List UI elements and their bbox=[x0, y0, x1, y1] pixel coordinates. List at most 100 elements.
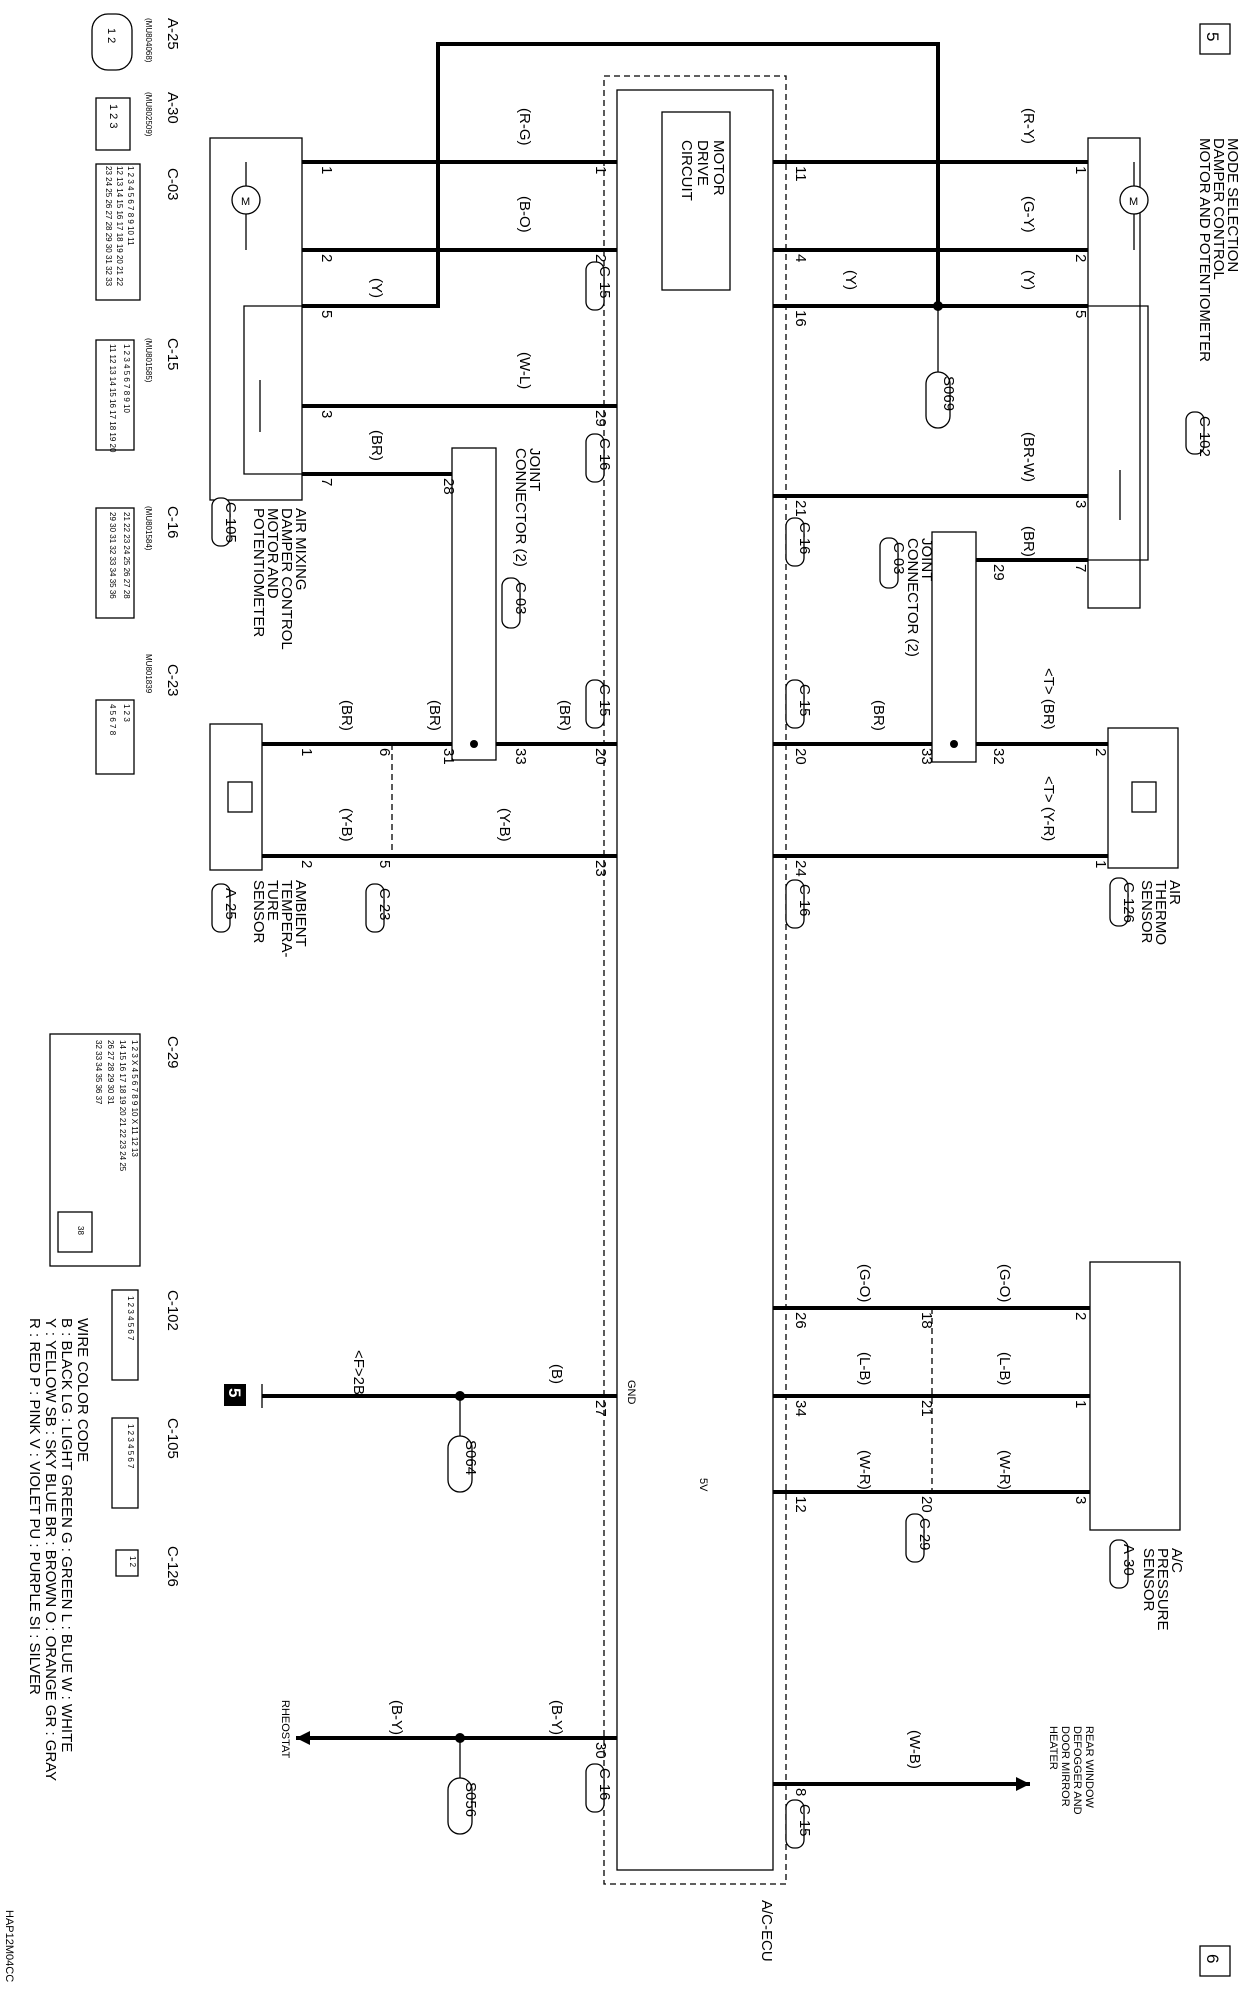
pin-ecu-4: 4 bbox=[792, 254, 809, 262]
diagram-id: HAP12M04CC bbox=[3, 1910, 15, 1982]
ecu-c16-r: C-16 bbox=[796, 522, 813, 555]
cv-c03-row1: 1 2 3 4 5 6 7 8 9 10 11 bbox=[126, 166, 135, 246]
air-mix-conn-tag bbox=[211, 497, 231, 547]
ecu-c16-l: C-16 bbox=[596, 438, 613, 471]
pin-air-2: 2 bbox=[318, 254, 335, 262]
ecu-c15-top: C-15 bbox=[596, 266, 613, 299]
ambient-label-4: SENSOR bbox=[250, 880, 267, 944]
ecu-c15-mid: C-15 bbox=[596, 684, 613, 717]
label-ry: (R-Y) bbox=[1020, 108, 1037, 144]
cv-c23-row1: 1 2 3 bbox=[122, 704, 131, 722]
splice-s056: S056 bbox=[462, 1782, 479, 1817]
label-y-16: (Y) bbox=[842, 270, 859, 290]
cv-c102-shape bbox=[111, 1289, 139, 1381]
ecu-c15-tag-bot bbox=[785, 1799, 805, 1849]
pin-press-1: 1 bbox=[1072, 1400, 1089, 1408]
label-wb: (W-B) bbox=[906, 1730, 923, 1769]
pin-air-3: 3 bbox=[318, 410, 335, 418]
cv-c15-row2: 11 12 13 14 15 16 17 18 19 20 bbox=[108, 344, 117, 453]
joint-dot-right bbox=[950, 740, 958, 748]
pin-c29-21: 21 bbox=[918, 1400, 935, 1417]
air-thermo-conn-tag bbox=[1109, 877, 1129, 927]
label-br-20l: (BR) bbox=[556, 700, 573, 731]
pin-mode-2: 2 bbox=[1072, 254, 1089, 262]
cv-c29-row2: 14 15 16 17 18 19 20 21 22 23 24 25 bbox=[118, 1040, 127, 1172]
cv-c29-name: C-29 bbox=[164, 1036, 181, 1069]
pin-thermo-2: 2 bbox=[1092, 748, 1109, 756]
joint-left-label-1: JOINT bbox=[526, 448, 543, 491]
pin-mode-3: 3 bbox=[1072, 500, 1089, 508]
pin-joint-31: 31 bbox=[440, 748, 457, 765]
pin-ecu-26: 26 bbox=[792, 1312, 809, 1329]
label-f2b: <F>2B bbox=[350, 1350, 367, 1395]
joint-left-conn: C-03 bbox=[512, 582, 529, 615]
label-yb-l: (Y-B) bbox=[338, 808, 355, 842]
motor-drive-label-2: DRIVE bbox=[694, 140, 711, 186]
pin-joint-29: 29 bbox=[990, 564, 1007, 581]
mode-motor-conn: C-102 bbox=[1196, 416, 1213, 457]
pressure-conn-tag bbox=[1109, 1539, 1129, 1589]
ecu-5v: 5V bbox=[697, 1478, 709, 1492]
label-wr-2: (W-R) bbox=[856, 1450, 873, 1490]
cv-c16-shape bbox=[95, 507, 135, 619]
pin-joint-32: 32 bbox=[990, 748, 1007, 765]
label-by-2: (B-Y) bbox=[388, 1700, 405, 1735]
pressure-label-1: A/C bbox=[1168, 1548, 1185, 1573]
cv-a25-name: A-25 bbox=[164, 18, 181, 50]
cv-a25-shape bbox=[91, 13, 133, 71]
label-by-1: (B-Y) bbox=[548, 1700, 565, 1735]
air-mix-label-3: MOTOR AND bbox=[264, 508, 281, 599]
mode-pot-wiring bbox=[1088, 305, 1149, 561]
cv-a25-part: (MU804068) bbox=[144, 18, 153, 63]
cv-c23-name: C-23 bbox=[164, 664, 181, 697]
splice-s069-tag bbox=[925, 371, 951, 429]
pin-thermo-1: 1 bbox=[1092, 860, 1109, 868]
ground-ref-box bbox=[224, 1384, 246, 1406]
motor-drive-box bbox=[661, 111, 731, 291]
rear-label-1: REAR WINDOW bbox=[1083, 1726, 1095, 1809]
label-lb-2: (L-B) bbox=[856, 1352, 873, 1385]
label-tbr: <T> (BR) bbox=[1040, 668, 1057, 730]
label-brw: (BR-W) bbox=[1020, 432, 1037, 482]
joint-connector-right bbox=[931, 531, 977, 763]
legend-title: WIRE COLOR CODE bbox=[74, 1318, 91, 1462]
pin-ecu-30: 30 bbox=[592, 1742, 609, 1759]
pin-ecu-16: 16 bbox=[792, 310, 809, 327]
air-pot-wiring bbox=[243, 305, 302, 475]
cv-c126-shape bbox=[115, 1549, 139, 1577]
cv-c29-38 bbox=[57, 1211, 93, 1253]
cv-c105-shape bbox=[111, 1417, 139, 1509]
page-num-top-box bbox=[1199, 23, 1231, 55]
pin-amb-2: 2 bbox=[298, 860, 315, 868]
cv-c23-row2: 4 5 6 7 8 bbox=[108, 704, 117, 736]
air-mix-label-4: POTENTIOMETER bbox=[250, 508, 267, 637]
air-mix-motor-box bbox=[209, 137, 303, 501]
cv-c03-row3: 23 24 25 26 27 28 29 30 31 32 33 bbox=[104, 166, 113, 287]
pressure-label-3: SENSOR bbox=[1140, 1548, 1157, 1612]
rear-arrow bbox=[1016, 1777, 1030, 1791]
cv-c102-row: 1 2 3 4 5 6 7 bbox=[126, 1296, 135, 1341]
ambient-label-3: TURE bbox=[264, 880, 281, 921]
pin-ecu-2: 2 bbox=[592, 254, 609, 262]
ground-ref: 5 bbox=[225, 1388, 244, 1397]
pin-c23-5: 5 bbox=[376, 860, 393, 868]
pin-ecu-24: 24 bbox=[792, 860, 809, 877]
motor-m-glyph-2: M bbox=[241, 196, 250, 208]
ambient-conn: A-25 bbox=[222, 888, 239, 920]
air-thermo-label-2: THERMO bbox=[1152, 880, 1169, 945]
wires bbox=[243, 42, 1149, 1786]
motor-drive-label-1: MOTOR bbox=[710, 140, 727, 196]
label-bo: (B-O) bbox=[516, 196, 533, 233]
legend-line3: R : RED P : PINK V : VIOLET PU : PURPLE … bbox=[26, 1318, 43, 1695]
air-thermo-box bbox=[1107, 727, 1179, 869]
rear-label-2: DEFOGGER AND bbox=[1071, 1726, 1083, 1815]
splice-s069: S069 bbox=[940, 376, 957, 411]
ecu-c16-tag-r2 bbox=[785, 879, 805, 929]
ambient-label-2: TEMPERA- bbox=[278, 880, 295, 958]
cv-c105-name: C-105 bbox=[164, 1418, 181, 1459]
cv-a30-shape bbox=[95, 97, 131, 151]
ambient-conn-tag bbox=[211, 883, 231, 933]
label-br-29: (BR) bbox=[1020, 526, 1037, 557]
ambient-label-1: AMBIENT bbox=[292, 880, 309, 947]
